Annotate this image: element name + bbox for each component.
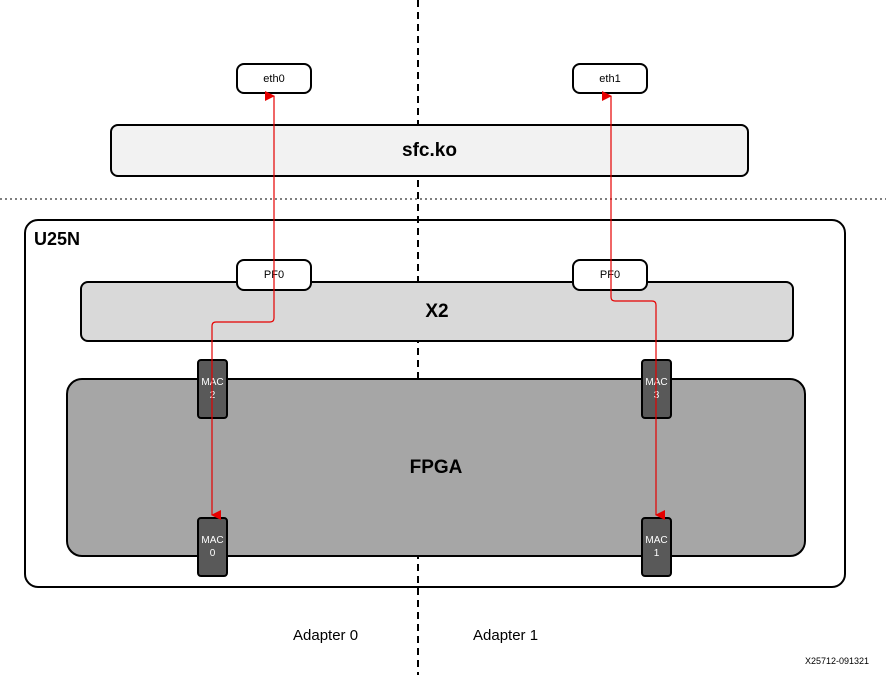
eth0-label: eth0 xyxy=(263,72,285,85)
mac1-label-line1: MAC xyxy=(645,535,668,546)
sfc-driver-label: sfc.ko xyxy=(402,139,457,161)
adapter0-label: Adapter 0 xyxy=(293,627,359,644)
mac2-label-line2: 2 xyxy=(209,390,216,401)
u25n-label: U25N xyxy=(34,229,81,249)
mac3-label-line1: MAC xyxy=(645,377,668,388)
sfc-driver-box: sfc.ko xyxy=(110,124,749,177)
adapter1-label: Adapter 1 xyxy=(473,627,539,644)
mac0-label-line2: 0 xyxy=(209,548,216,559)
mac3-block: MAC 3 xyxy=(641,359,672,419)
mac3-label-line2: 3 xyxy=(653,390,660,401)
mac1-label-line2: 1 xyxy=(653,548,660,559)
mac0-block: MAC 0 xyxy=(197,517,228,577)
pf0-right-node: PF0 xyxy=(572,259,648,291)
mac2-label-line1: MAC xyxy=(201,377,224,388)
fpga-label: FPGA xyxy=(409,456,463,478)
figure-id: X25712-091321 xyxy=(805,656,870,666)
eth0-node: eth0 xyxy=(236,63,312,94)
eth1-label: eth1 xyxy=(599,72,621,85)
mac0-label-line1: MAC xyxy=(201,535,224,546)
pf0-right-label: PF0 xyxy=(599,269,621,281)
eth1-node: eth1 xyxy=(572,63,648,94)
mac1-block: MAC 1 xyxy=(641,517,672,577)
u25n-container xyxy=(24,219,846,588)
x2-label: X2 xyxy=(425,300,449,322)
fpga-box: FPGA xyxy=(66,378,806,557)
x2-box: X2 xyxy=(80,281,794,342)
pf0-left-node: PF0 xyxy=(236,259,312,291)
mac2-block: MAC 2 xyxy=(197,359,228,419)
pf0-left-label: PF0 xyxy=(263,269,285,281)
